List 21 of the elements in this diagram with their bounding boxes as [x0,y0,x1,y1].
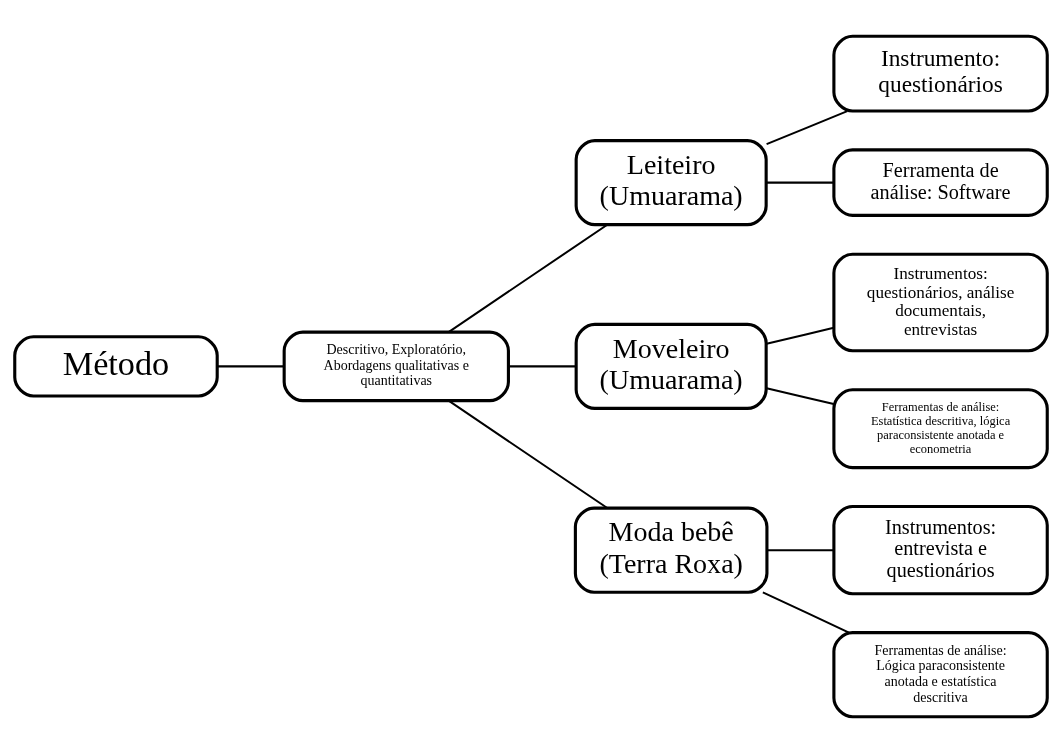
connector [762,591,850,634]
node-box: Descritivo, Exploratório, Abordagens qualitativas e quantitativas [282,330,510,403]
node-box: Instrumento: questionários [832,34,1049,113]
node-box: Ferramenta de análise: Software [832,148,1049,217]
node-box: Moda bebê (Terra Roxa) [573,506,769,594]
connector [217,365,284,368]
connector [448,400,608,509]
connector [508,365,576,368]
node-box: Moveleiro (Umuarama) [574,322,768,410]
node-box: Leiteiro (Umuarama) [574,139,768,227]
connector [766,181,834,184]
node-box: Método [13,335,219,398]
connector [766,110,848,146]
node-box: Ferramentas de análise: Estatística descritiva, lógica paraconsistente anotada e econometria [832,388,1049,470]
node-box: Instrumentos: entrevista e questionários [832,504,1049,596]
node-box: Ferramentas de análise: Lógica paraconsistente anotada e estatística descritiva [832,631,1049,719]
connector [766,326,834,345]
node-box: Instrumentos: questionários, análise documentais, entrevistas [832,252,1049,353]
connector [767,549,834,552]
connector [766,387,834,405]
connector [448,223,608,333]
